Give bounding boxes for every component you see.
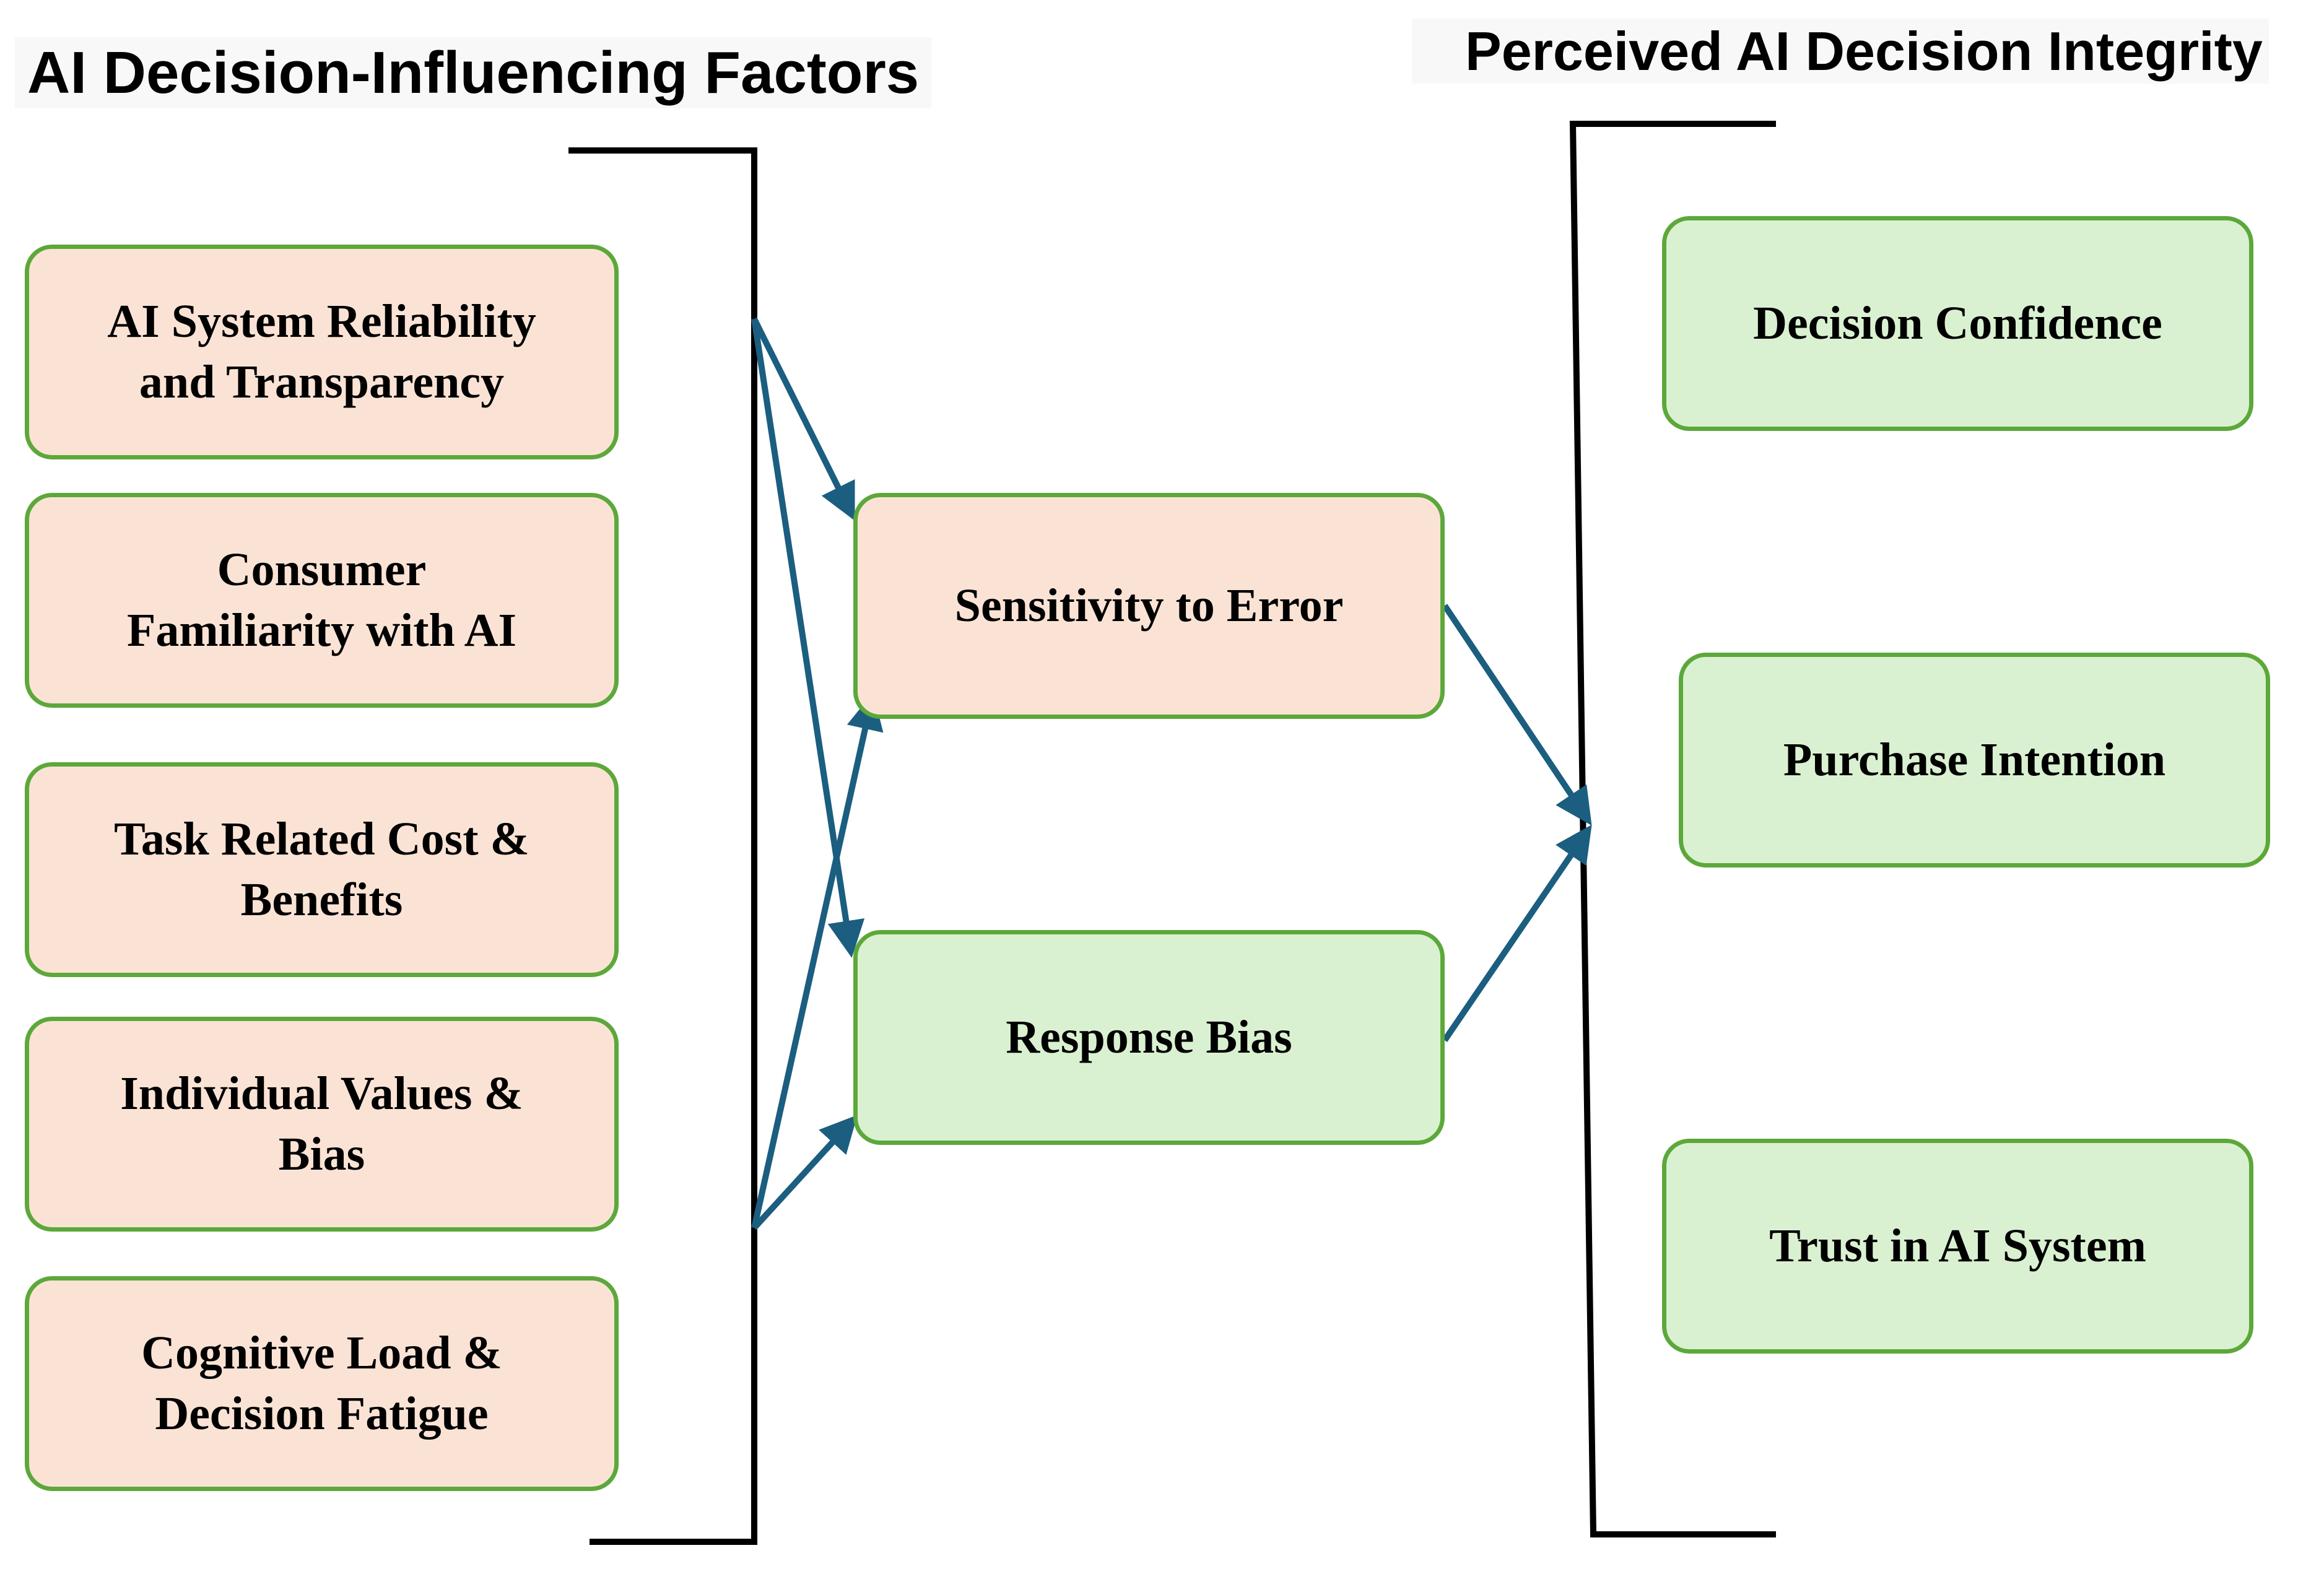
factor-label-line2: Familiarity with AI <box>126 604 517 656</box>
factor-label-line1: Cognitive Load & <box>141 1327 502 1380</box>
factor-individual-values-bias: Individual Values & Bias <box>25 1017 619 1232</box>
factor-label-line1: Consumer <box>217 544 427 596</box>
outcome-label: Trust in AI System <box>1769 1219 2146 1272</box>
mediator-sensitivity-to-error: Sensitivity to Error <box>853 493 1445 719</box>
factor-label-line2: Bias <box>278 1128 365 1180</box>
integrity-title: Perceived AI Decision Integrity <box>1412 19 2269 84</box>
factor-consumer-familiarity: Consumer Familiarity with AI <box>25 493 619 708</box>
outcome-purchase-intention: Purchase Intention <box>1679 653 2270 867</box>
mediator-label: Sensitivity to Error <box>954 579 1344 632</box>
factor-label-line1: Task Related Cost & <box>114 813 529 866</box>
factor-task-cost-benefits: Task Related Cost & Benefits <box>25 762 619 977</box>
arrow-response-bias-to-integrity <box>1442 824 1592 1042</box>
arrow-top-to-response-bias <box>751 318 865 958</box>
outcome-trust-in-ai: Trust in AI System <box>1662 1139 2253 1354</box>
factors-bracket <box>568 147 757 1545</box>
arrow-top-to-sensitivity <box>751 317 855 521</box>
factor-label-line2: Decision Fatigue <box>155 1387 489 1440</box>
factor-label-line2: and Transparency <box>139 355 505 408</box>
mediator-response-bias: Response Bias <box>853 930 1445 1145</box>
factor-label-line1: AI System Reliability <box>107 295 536 348</box>
outcome-label: Decision Confidence <box>1753 297 2162 349</box>
mediator-label: Response Bias <box>1006 1011 1292 1063</box>
arrow-bottom-to-response-bias <box>752 1115 858 1230</box>
arrow-sensitivity-to-integrity <box>1442 604 1592 826</box>
factor-label-line1: Individual Values & <box>120 1067 523 1120</box>
outcome-decision-confidence: Decision Confidence <box>1662 216 2253 431</box>
factor-cognitive-load-fatigue: Cognitive Load & Decision Fatigue <box>25 1276 619 1491</box>
factors-title: AI Decision-Influencing Factors <box>15 37 932 108</box>
factor-ai-reliability-transparency: AI System Reliability and Transparency <box>25 245 619 459</box>
arrow-bottom-to-sensitivity <box>751 692 884 1229</box>
factor-label-line2: Benefits <box>240 873 403 926</box>
outcome-label: Purchase Intention <box>1783 733 2166 786</box>
